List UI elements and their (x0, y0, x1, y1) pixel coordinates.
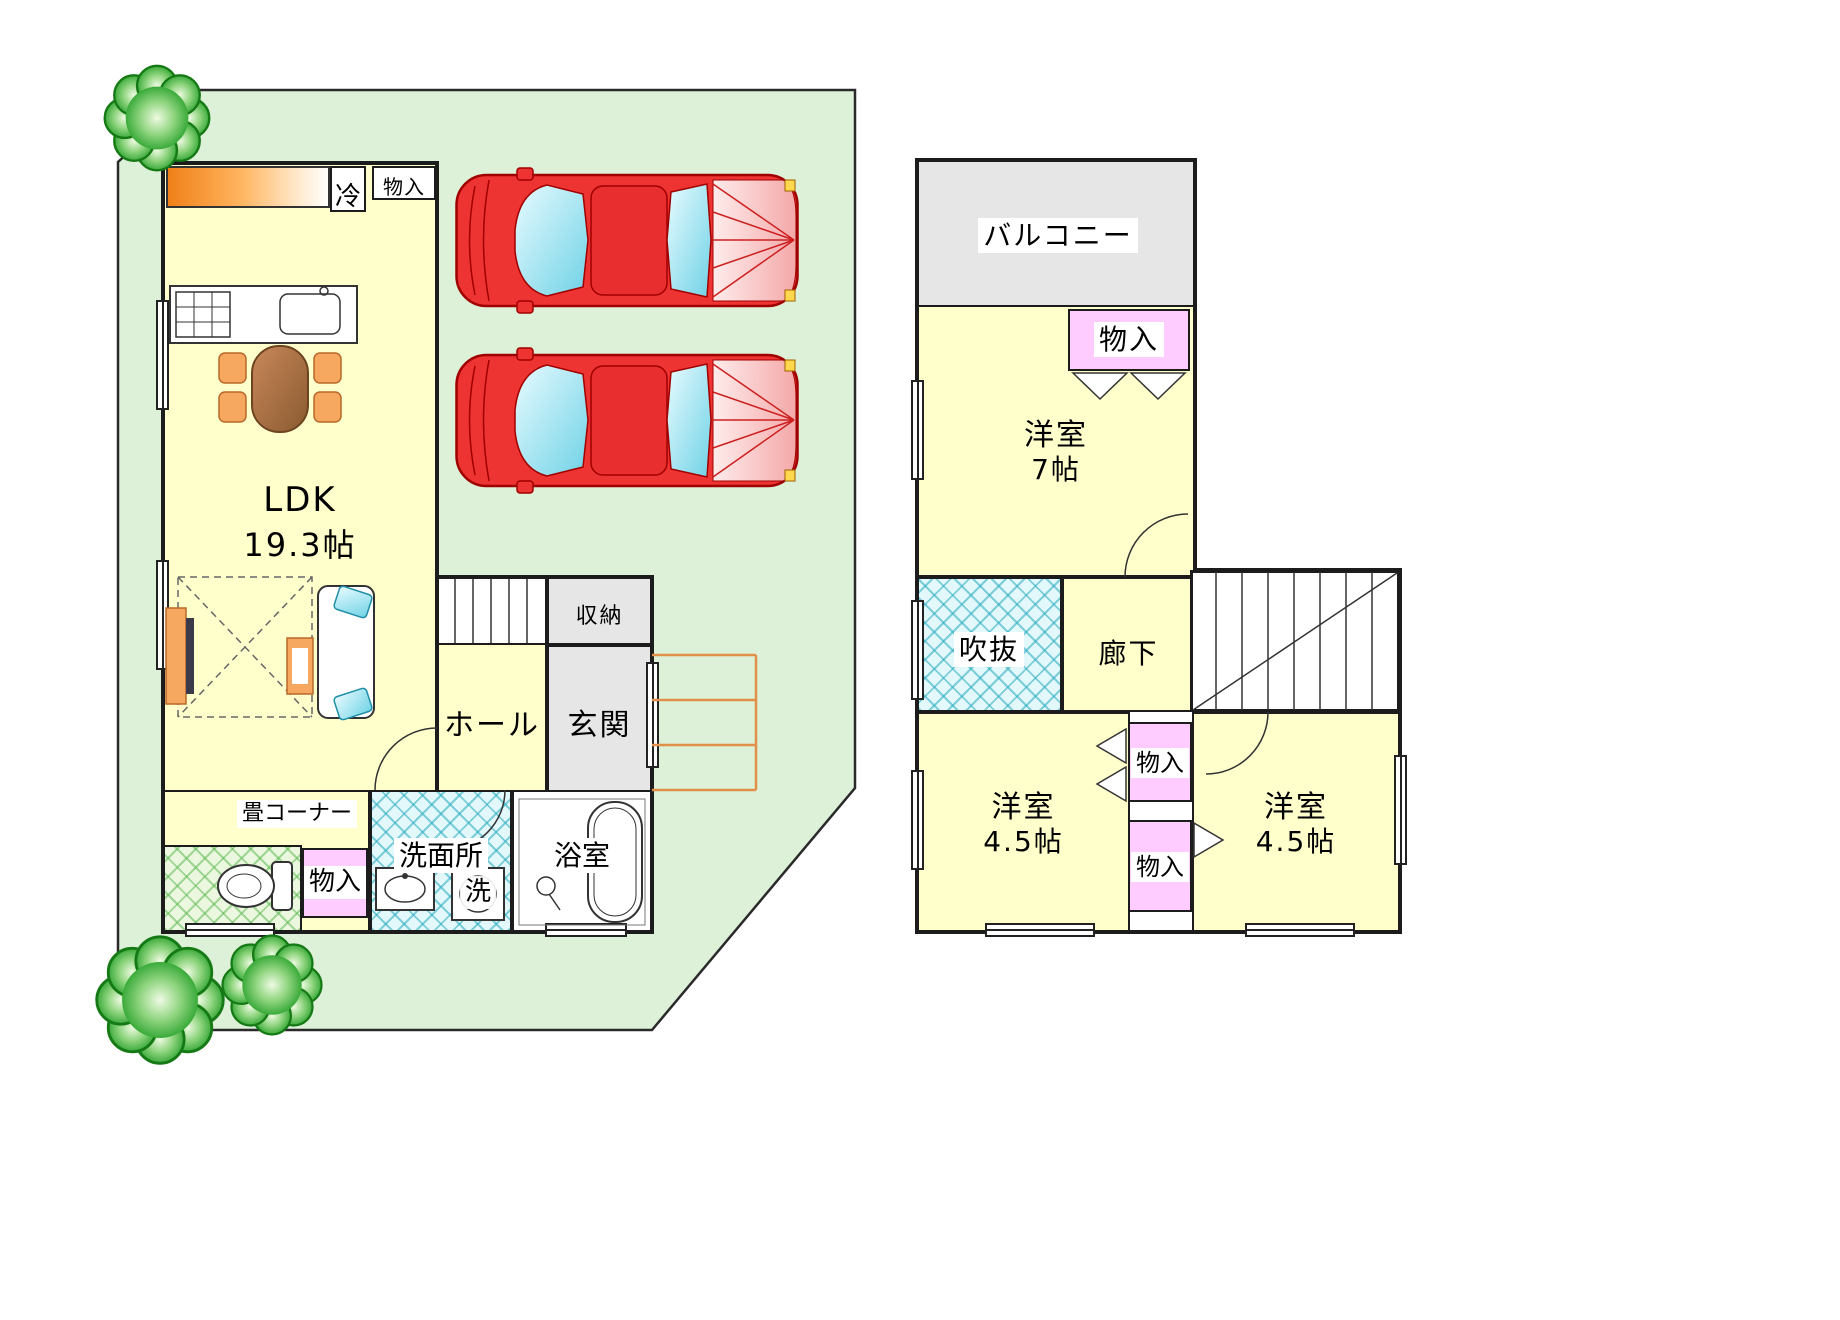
closet-1f-top-label: 物入 (383, 175, 425, 199)
room45-left-size-label: 4.5帖 (983, 825, 1064, 858)
tree-icon-1 (103, 64, 211, 172)
closet-2f-bottom-label: 物入 (1128, 852, 1192, 882)
washroom-label: 洗面所 (383, 838, 499, 873)
tatami-corner-label: 畳コーナー (237, 800, 358, 828)
stairs-1f (437, 577, 547, 645)
window-2f-right-1 (1394, 755, 1407, 865)
entrance-door (646, 662, 659, 768)
kitchen-counter (166, 166, 330, 208)
room45-right-name-label: 洋室 (1264, 790, 1328, 825)
window-bath-bottom (545, 923, 627, 937)
void-label: 吹抜 (950, 632, 1028, 667)
hall-label: ホール (444, 708, 540, 743)
window-toilet-bottom (185, 923, 275, 937)
ldk-size-label: 19.3帖 (243, 526, 357, 564)
room-entrance (547, 645, 652, 792)
car-icon-2 (455, 346, 799, 495)
hallway-2f-label: 廊下 (1098, 637, 1159, 670)
window-2f-left-3 (911, 770, 924, 870)
stairs-2f (1190, 570, 1400, 712)
closet-1f-bottom-label: 物入 (302, 866, 368, 899)
room-hallway-2f (1062, 577, 1195, 712)
room7-size-label: 7帖 (1031, 453, 1081, 486)
room-ldk (163, 163, 437, 792)
closet-2f-mid-label: 物入 (1128, 748, 1192, 778)
room-storage (547, 577, 652, 645)
room-toilet (163, 845, 302, 932)
room-hall (437, 643, 547, 792)
storage-label: 収納 (575, 604, 624, 629)
balcony-label: バルコニー (976, 218, 1140, 253)
washer-label: 洗 (456, 876, 500, 909)
window-ldk-left-2 (156, 560, 169, 670)
window-2f-left-2 (911, 600, 924, 700)
room45-left-name-label: 洋室 (991, 790, 1056, 825)
room-yoshitsu-45-left (917, 712, 1130, 932)
room7-name-label: 洋室 (1024, 418, 1088, 453)
window-2f-bottom-2 (1245, 923, 1355, 937)
bathroom-label: 浴室 (537, 838, 627, 873)
tree-icon-3 (221, 934, 323, 1036)
closet-2f-top-label: 物入 (1078, 322, 1180, 357)
room45-right-size-label: 4.5帖 (1255, 825, 1337, 858)
window-2f-bottom-1 (985, 923, 1095, 937)
window-2f-left-1 (911, 380, 924, 480)
fridge-label: 冷 (334, 182, 361, 212)
tree-icon-2 (95, 935, 225, 1065)
entrance-porch-steps (652, 653, 758, 792)
entrance-label: 玄関 (567, 708, 632, 743)
closet-1f-top (372, 166, 436, 200)
fridge-box (330, 166, 366, 212)
window-ldk-left-1 (156, 300, 169, 410)
car-icon-1 (455, 166, 799, 315)
ldk-name-label: LDK (263, 480, 337, 520)
